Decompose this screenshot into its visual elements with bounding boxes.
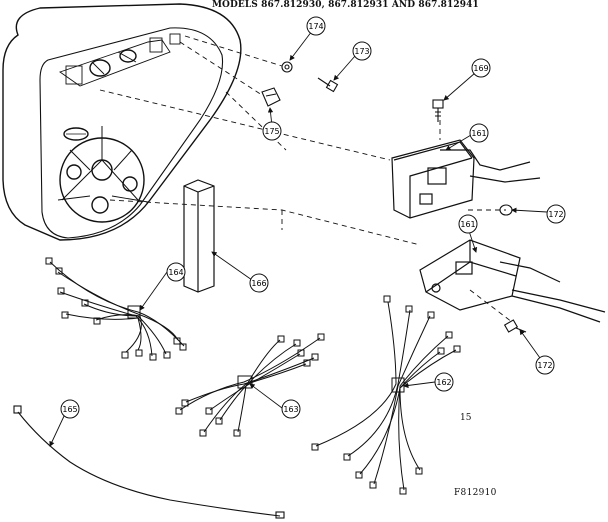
screw-174 <box>281 61 293 73</box>
callout-175-label: 175 <box>264 127 279 136</box>
callout-172-lower-label: 172 <box>537 361 552 370</box>
callout-161-lower: 161 <box>458 214 478 234</box>
callout-164: 164 <box>166 262 186 282</box>
clip-175 <box>261 87 281 107</box>
callout-165-label: 165 <box>62 405 77 414</box>
callout-163: 163 <box>281 399 301 419</box>
callout-174: 174 <box>306 16 326 36</box>
wire-165 <box>13 405 285 519</box>
harness-164 <box>45 257 187 361</box>
relay-161-upper <box>391 139 541 219</box>
callout-166-label: 166 <box>251 279 266 288</box>
callout-172-upper: 172 <box>546 204 566 224</box>
callout-174-label: 174 <box>308 22 323 31</box>
callout-172-lower: 172 <box>535 355 555 375</box>
page-number: 15 <box>460 413 472 423</box>
callout-175: 175 <box>262 121 282 141</box>
figure-id: F812910 <box>454 488 497 498</box>
screw-169 <box>432 99 444 122</box>
callout-169-label: 169 <box>473 64 488 73</box>
callout-173-label: 173 <box>354 47 369 56</box>
callout-164-label: 164 <box>168 268 183 277</box>
control-housing <box>2 3 242 241</box>
callout-165: 165 <box>60 399 80 419</box>
callout-169: 169 <box>471 58 491 78</box>
callout-172-upper-label: 172 <box>548 210 563 219</box>
callout-163-label: 163 <box>283 405 298 414</box>
callout-leaders <box>49 30 548 447</box>
callout-162: 162 <box>434 372 454 392</box>
harness-163 <box>175 333 325 437</box>
callout-161-lower-label: 161 <box>460 220 475 229</box>
harness-162 <box>311 295 461 495</box>
models-header: MODELS 867.812930, 867.812931 AND 867.81… <box>212 0 479 10</box>
screw-172-lower <box>503 319 527 333</box>
screw-173 <box>317 77 339 93</box>
callout-162-label: 162 <box>436 378 451 387</box>
support-166 <box>183 179 215 293</box>
callout-161-upper: 161 <box>469 123 489 143</box>
callout-161-upper-label: 161 <box>471 129 486 138</box>
callout-166: 166 <box>249 273 269 293</box>
callout-173: 173 <box>352 41 372 61</box>
relay-161-lower <box>419 239 606 323</box>
